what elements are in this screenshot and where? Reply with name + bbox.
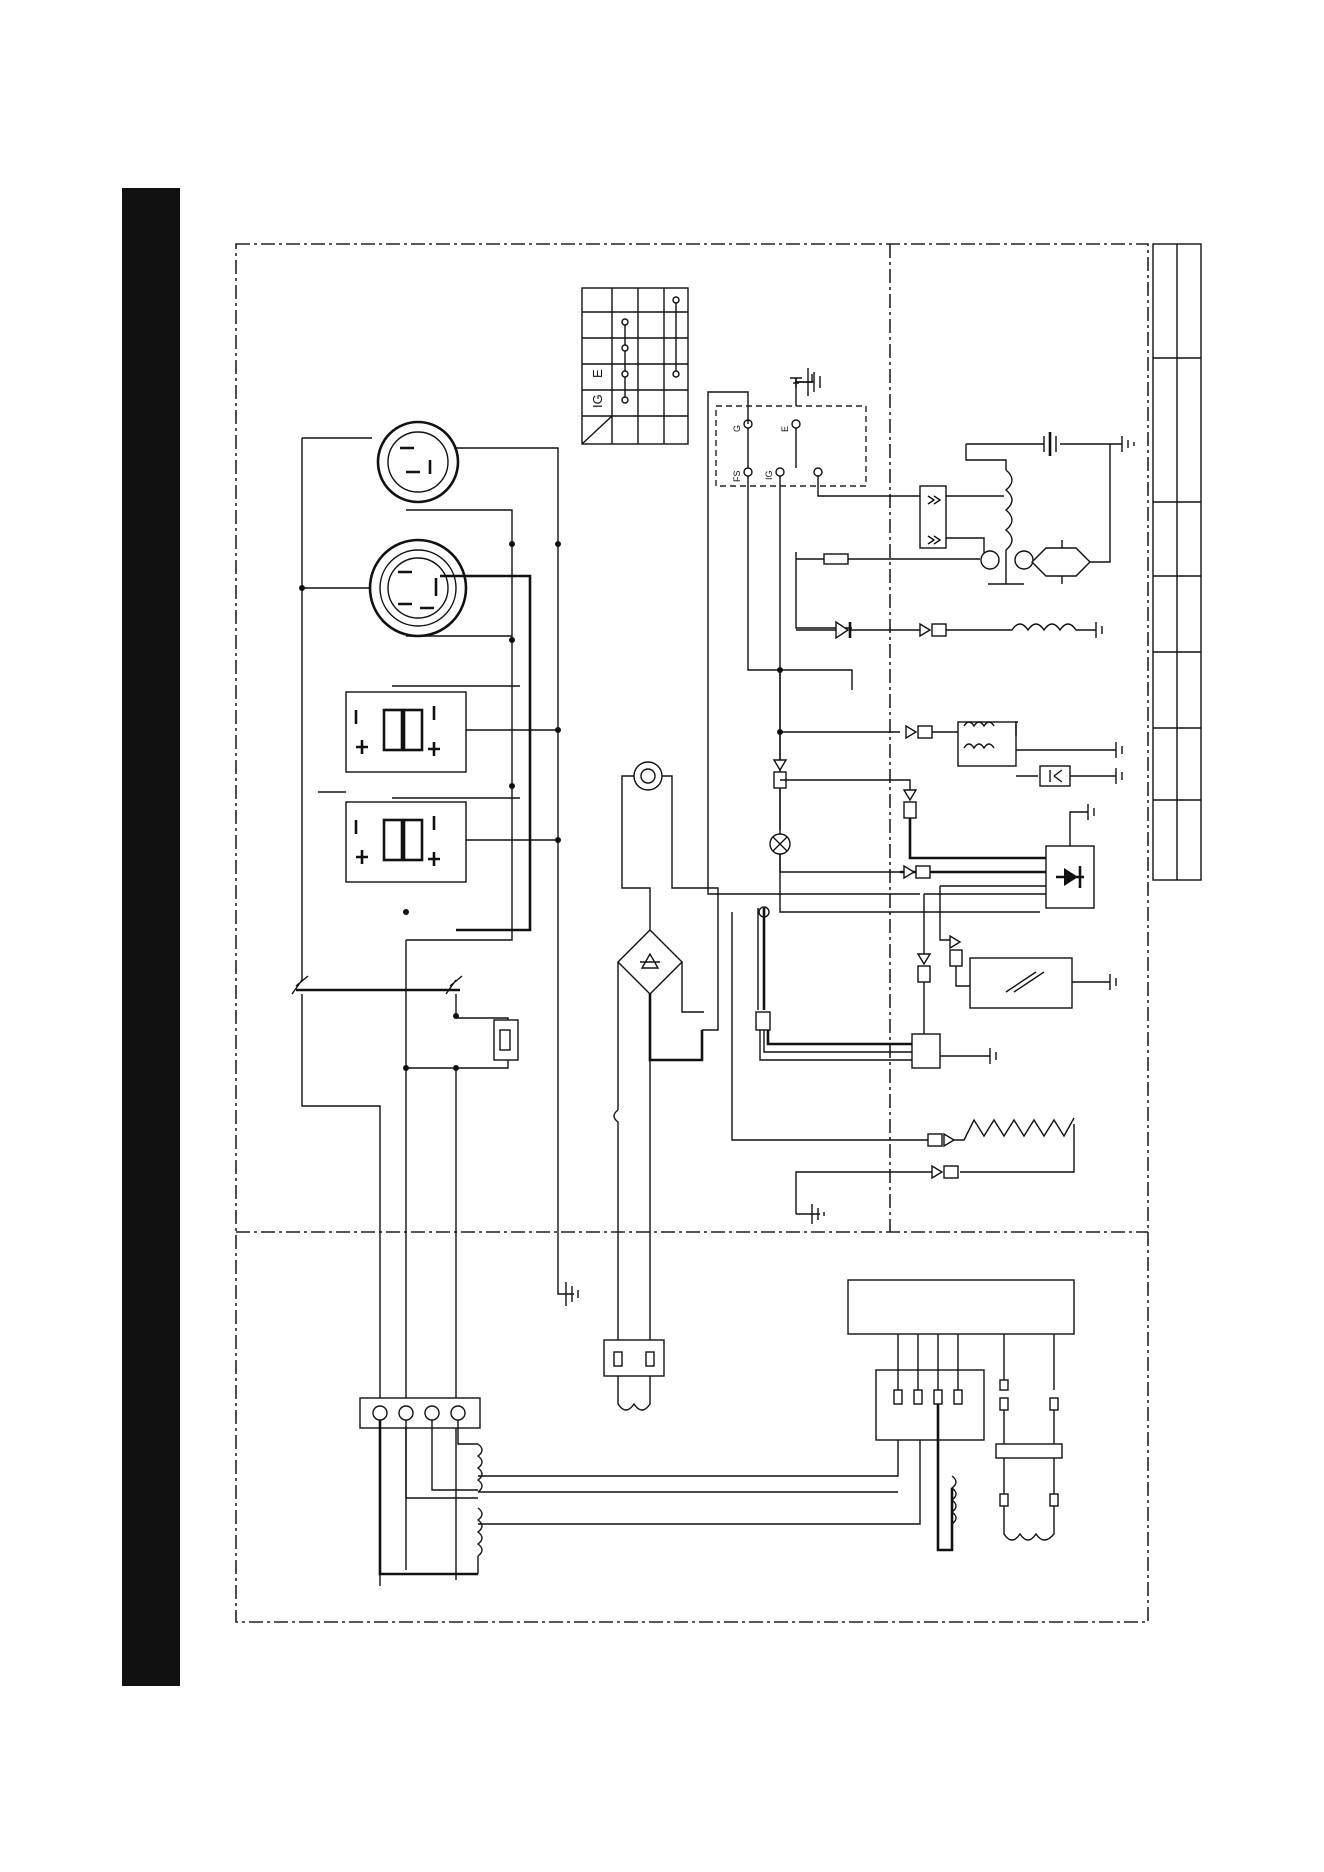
receptacle-duplex-upper xyxy=(346,692,466,772)
control-module xyxy=(848,1280,1074,1550)
receptacle-twist-lock-large xyxy=(370,540,466,636)
warning-lamp xyxy=(770,670,900,872)
ground-lower-left xyxy=(558,1280,578,1306)
legend-table xyxy=(1153,244,1201,880)
bridge-rectifier xyxy=(614,930,704,1350)
lamp-secondary-line xyxy=(780,780,1046,858)
key-switch-table: IG E xyxy=(582,288,688,444)
key-table-ig-label: IG xyxy=(590,394,605,408)
switch-label-e: E xyxy=(780,426,790,432)
starter-solenoid xyxy=(920,444,1033,584)
switch-label-fs: FS xyxy=(732,470,742,482)
stator-windings xyxy=(478,1408,920,1574)
voltage-regulator xyxy=(780,722,1122,786)
connector-exciter xyxy=(604,1340,664,1410)
starter-motor xyxy=(1032,444,1110,584)
engine-switch: G E FS IG xyxy=(708,368,920,894)
key-table-e-label: E xyxy=(590,369,605,378)
fuse-starter xyxy=(796,554,980,564)
switch-label-ig: IG xyxy=(764,470,774,480)
switch-label-g: G xyxy=(732,425,742,432)
charging-coil xyxy=(796,622,1102,638)
terminal-block xyxy=(360,1398,480,1574)
rectifier-unit xyxy=(900,804,1094,908)
receptacle-duplex-lower xyxy=(346,802,466,882)
circuit-breaker xyxy=(292,940,518,1586)
ignition-circuit xyxy=(748,476,1040,912)
oil-level-switch xyxy=(756,907,996,1068)
battery xyxy=(966,432,1134,456)
receptacle-twist-lock-small xyxy=(378,422,458,502)
oil-sensor-lamp xyxy=(622,762,718,1030)
